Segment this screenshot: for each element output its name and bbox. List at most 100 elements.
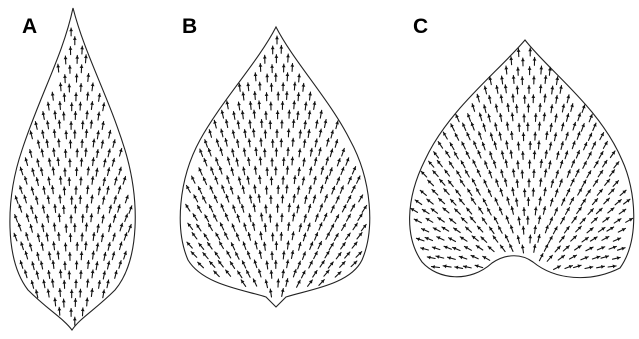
arrow-icon xyxy=(526,216,530,224)
arrow-icon xyxy=(246,176,250,184)
arrow-icon xyxy=(270,177,274,185)
arrow-icon xyxy=(511,188,515,196)
arrow-icon xyxy=(357,233,362,239)
arrow-icon xyxy=(572,160,576,167)
arrow-icon xyxy=(226,176,230,184)
arrow-icon xyxy=(86,74,90,82)
arrow-icon xyxy=(560,142,564,150)
arrow-icon xyxy=(475,264,483,268)
arrow-icon xyxy=(286,166,290,174)
arrow-icon xyxy=(362,206,366,213)
arrow-icon xyxy=(107,261,111,269)
arrow-icon xyxy=(572,217,577,223)
arrow-icon xyxy=(63,75,67,83)
arrow-icon xyxy=(96,243,100,251)
arrow-icon xyxy=(213,120,217,128)
arrow-icon xyxy=(319,223,323,230)
arrow-icon xyxy=(73,224,77,232)
arrow-icon xyxy=(543,188,547,196)
arrow-icon xyxy=(263,55,267,63)
arrow-icon xyxy=(528,48,532,56)
arrow-icon xyxy=(431,209,437,214)
arrow-icon xyxy=(25,158,29,166)
arrow-icon xyxy=(291,157,295,165)
arrow-icon xyxy=(459,256,467,260)
arrow-icon xyxy=(334,234,338,241)
arrow-icon xyxy=(618,228,625,232)
arrow-icon xyxy=(108,224,112,232)
arrow-icon xyxy=(532,76,536,84)
arrow-icon xyxy=(528,142,532,150)
arrow-icon xyxy=(556,170,560,178)
arrow-icon xyxy=(74,186,78,194)
arrow-icon xyxy=(248,214,252,222)
arrow-icon xyxy=(19,186,23,194)
arrow-icon xyxy=(342,205,346,212)
arrow-icon xyxy=(602,236,609,240)
arrow-icon xyxy=(124,233,128,241)
arrow-icon xyxy=(527,198,531,206)
arrow-icon xyxy=(315,120,319,128)
arrow-icon xyxy=(537,235,541,243)
arrow-icon xyxy=(81,308,85,316)
arrow-icon xyxy=(20,242,24,250)
arrow-icon xyxy=(493,142,497,150)
arrow-icon xyxy=(276,204,280,212)
arrow-icon xyxy=(450,143,454,150)
arrow-icon xyxy=(286,54,290,62)
arrow-icon xyxy=(433,171,438,177)
arrow-icon xyxy=(351,204,355,211)
arrow-icon xyxy=(242,261,246,268)
arrow-icon xyxy=(504,178,508,186)
arrow-icon xyxy=(515,105,519,113)
arrow-icon xyxy=(318,242,322,249)
arrow-icon xyxy=(42,280,46,288)
arrow-icon xyxy=(432,190,438,196)
arrow-icon xyxy=(224,138,228,146)
arrow-icon xyxy=(472,179,476,186)
arrow-icon xyxy=(63,280,67,288)
arrow-icon xyxy=(522,226,526,234)
arrow-icon xyxy=(47,102,51,110)
arrow-icon xyxy=(471,104,475,112)
arrow-icon xyxy=(330,224,334,231)
arrow-icon xyxy=(588,152,592,159)
arrow-icon xyxy=(56,251,60,259)
arrow-icon xyxy=(291,232,295,240)
arrow-icon xyxy=(238,177,242,185)
arrow-icon xyxy=(448,256,456,260)
arrow-icon xyxy=(515,198,519,206)
arrow-icon xyxy=(92,139,96,147)
arrow-icon xyxy=(109,205,113,213)
arrow-icon xyxy=(314,158,318,166)
arrow-icon xyxy=(504,85,508,93)
arrow-icon xyxy=(95,168,99,176)
arrow-icon xyxy=(253,92,257,100)
arrow-icon xyxy=(326,138,330,146)
arrow-icon xyxy=(47,177,51,185)
arrow-icon xyxy=(511,113,515,121)
arrow-icon xyxy=(98,94,102,102)
arrow-icon xyxy=(248,120,252,128)
arrow-icon xyxy=(488,95,492,103)
arrow-icon xyxy=(490,133,494,141)
arrow-icon xyxy=(297,280,301,287)
arrow-icon xyxy=(247,158,251,166)
arrow-icon xyxy=(42,112,46,120)
arrow-icon xyxy=(112,233,116,241)
arrow-icon xyxy=(258,269,262,277)
arrow-icon xyxy=(123,251,127,259)
arrow-icon xyxy=(20,167,24,175)
arrow-icon xyxy=(566,189,570,196)
arrow-icon xyxy=(69,309,73,317)
arrow-icon xyxy=(576,226,582,232)
arrow-icon xyxy=(106,280,110,288)
arrow-icon xyxy=(45,233,49,241)
arrow-icon xyxy=(198,262,204,268)
arrow-icon xyxy=(64,224,68,232)
arrow-icon xyxy=(505,235,509,242)
arrow-icon xyxy=(186,186,190,193)
arrow-icon xyxy=(324,213,328,221)
arrow-icon xyxy=(516,161,520,169)
arrow-icon xyxy=(230,168,234,176)
